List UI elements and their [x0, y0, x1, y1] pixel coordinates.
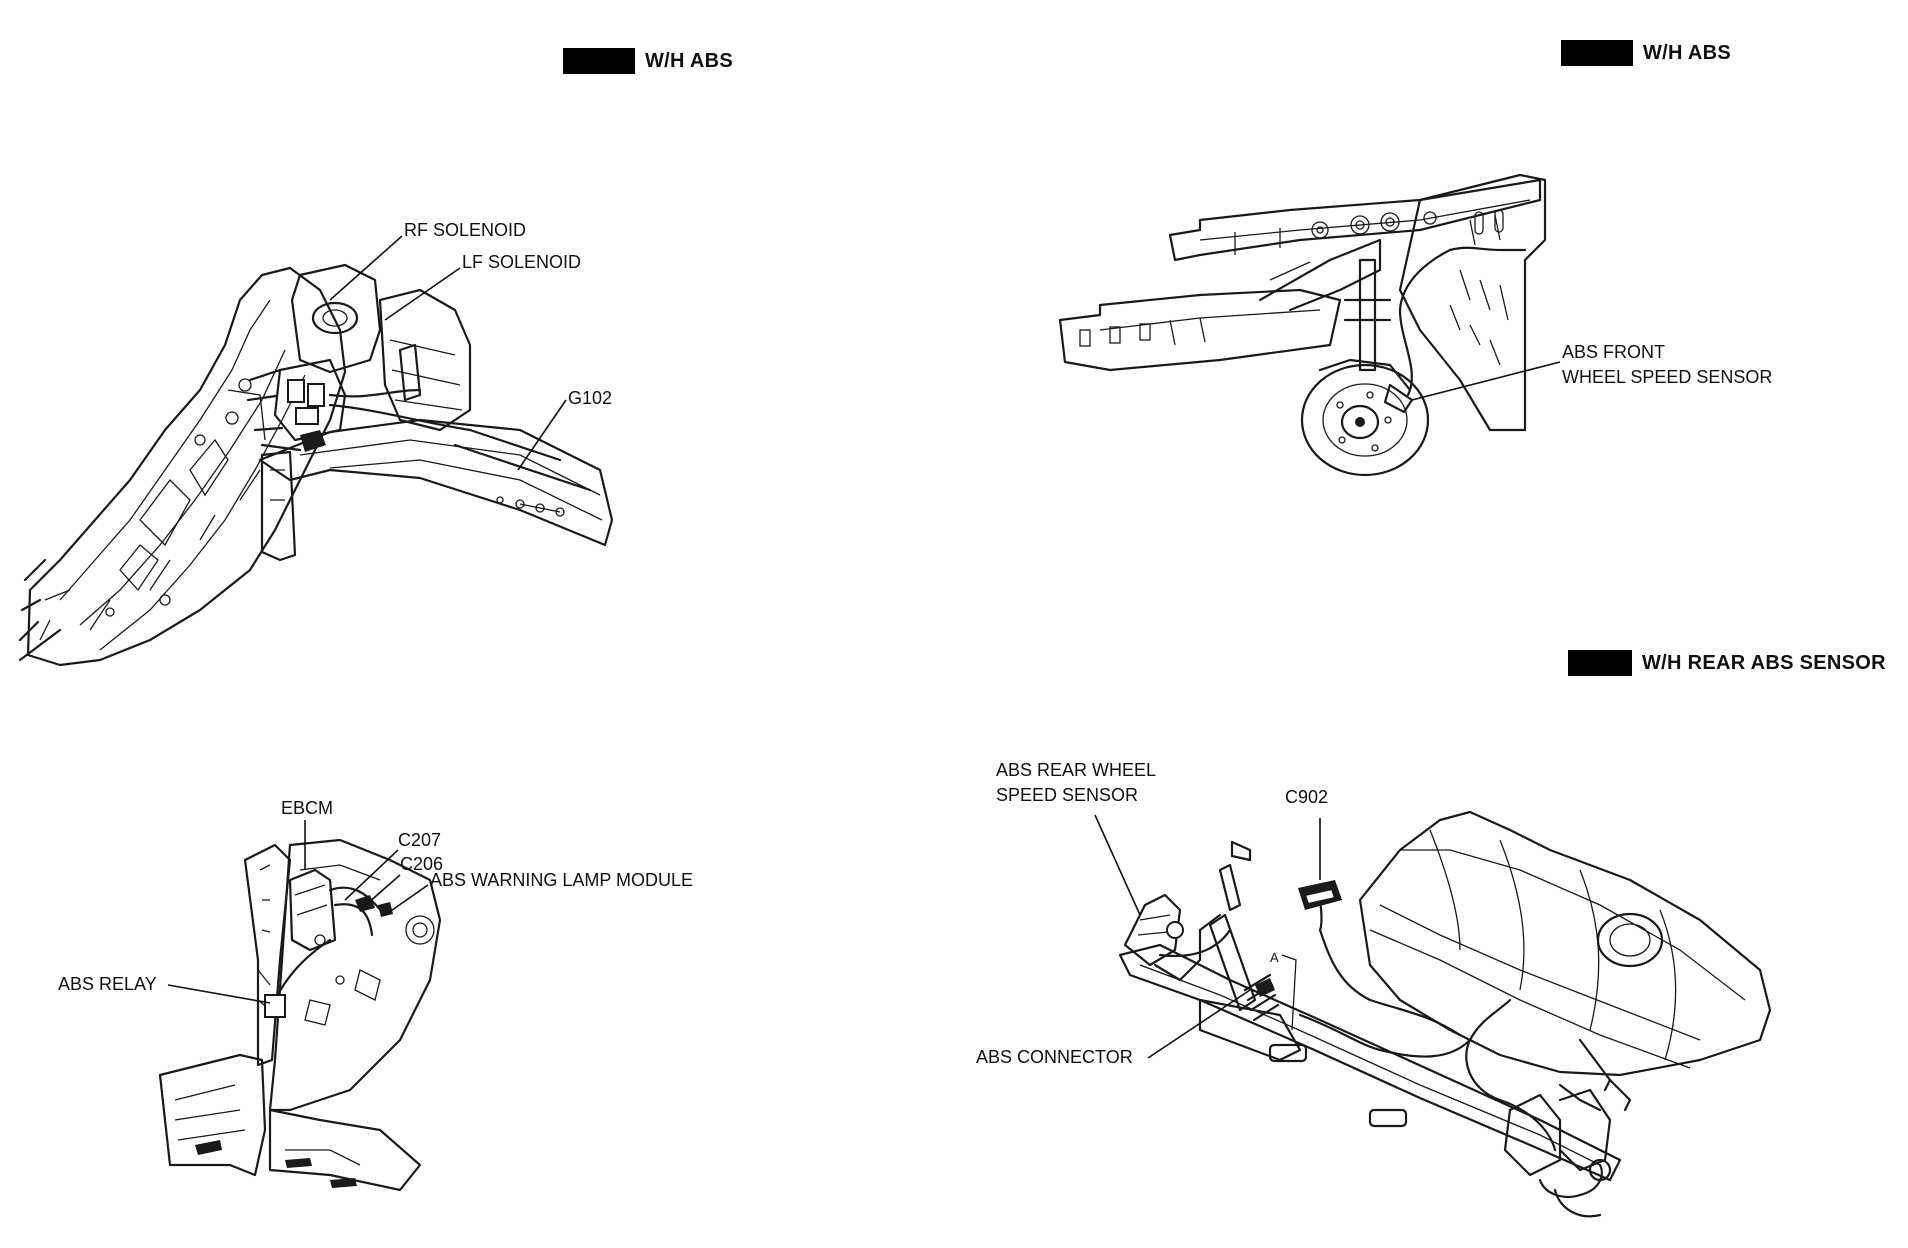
front-wheel-drawing	[1058, 173, 1547, 477]
label-abs-front-line2: WHEEL SPEED SENSOR	[1562, 367, 1773, 387]
label-ebcm: EBCM	[281, 798, 334, 818]
header-text: W/H ABS	[1643, 41, 1732, 64]
label-c902: C902	[1285, 787, 1329, 807]
black-marker	[1561, 40, 1633, 66]
label-abs-connector: ABS CONNECTOR	[976, 1047, 1133, 1067]
ebcm-drawing	[158, 838, 442, 1192]
label-c206: C206	[400, 854, 444, 874]
label-abs-relay: ABS RELAY	[58, 974, 157, 994]
label-view-a: A	[1270, 950, 1279, 965]
header-text: W/H REAR ABS SENSOR	[1642, 651, 1886, 674]
header-text: W/H ABS	[645, 49, 734, 72]
rear-axle-drawing	[1118, 810, 1772, 1218]
label-abs-front-line1: ABS FRONT	[1562, 342, 1666, 362]
black-marker	[563, 48, 635, 74]
label-abs-warning-lamp-module: ABS WARNING LAMP MODULE	[430, 870, 694, 890]
header-rear-abs-sensor: W/H REAR ABS SENSOR	[1568, 650, 1886, 676]
label-abs-rear-line2: SPEED SENSOR	[996, 785, 1139, 805]
engine-compartment-drawing	[18, 263, 614, 667]
black-marker	[1568, 650, 1632, 676]
header-front-wheel-abs: W/H ABS	[1561, 40, 1731, 66]
label-c207: C207	[398, 830, 442, 850]
label-lf-solenoid: LF SOLENOID	[462, 252, 582, 272]
label-g102: G102	[568, 388, 613, 408]
header-engine-abs: W/H ABS	[563, 48, 733, 74]
label-abs-rear-line1: ABS REAR WHEEL	[996, 760, 1157, 780]
label-rf-solenoid: RF SOLENOID	[404, 220, 527, 240]
